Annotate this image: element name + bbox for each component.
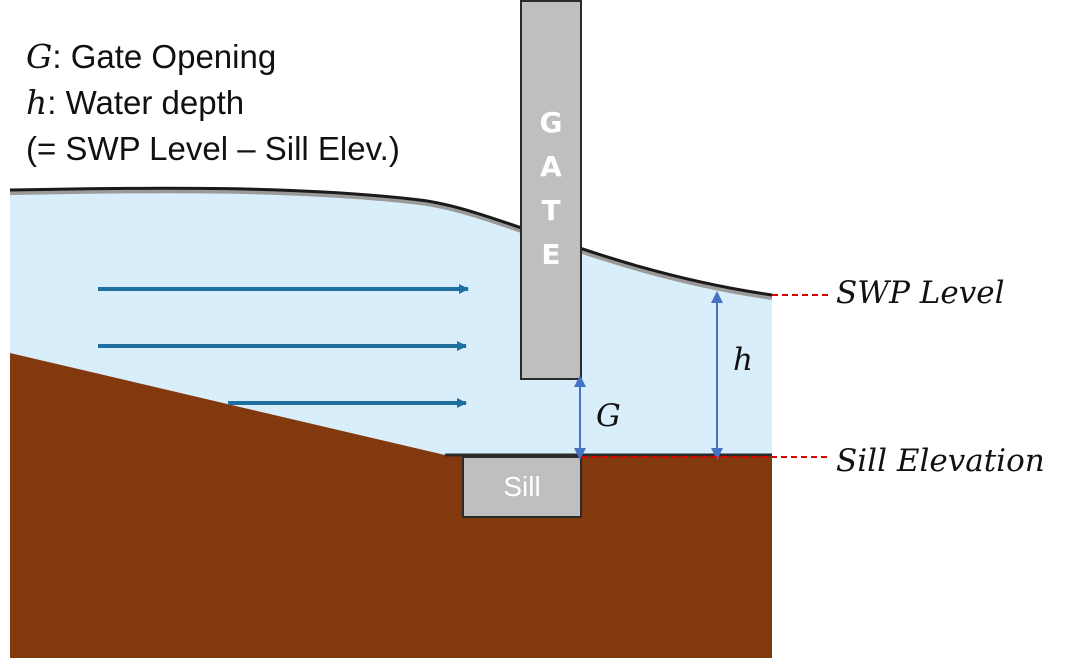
legend-formula: (= SWP Level – Sill Elev.) xyxy=(26,130,400,167)
legend-symbol-g: G xyxy=(26,37,53,76)
sill-label: Sill xyxy=(503,471,541,502)
gate xyxy=(520,0,582,380)
legend: G: Gate Opening h: Water depth (= SWP Le… xyxy=(26,34,400,172)
legend-text-gate-opening: : Gate Opening xyxy=(52,38,277,75)
legend-water-depth: h: Water depth xyxy=(26,80,400,126)
legend-symbol-h: h xyxy=(26,83,48,122)
ground xyxy=(10,353,772,658)
legend-text-water-depth: : Water depth xyxy=(47,84,245,121)
gate-letter: A xyxy=(540,150,562,183)
gate-letter: E xyxy=(541,238,561,271)
swp-level-label: SWP Level xyxy=(836,275,1005,311)
gate-letter: G xyxy=(539,106,563,139)
water-depth-label: h xyxy=(733,342,753,378)
sill-elevation-label: Sill Elevation xyxy=(836,443,1045,479)
gate-opening-label: G xyxy=(596,398,621,434)
legend-gate-opening: G: Gate Opening xyxy=(26,34,400,80)
water-surface xyxy=(9,186,773,297)
water-surface-shadow xyxy=(9,187,773,300)
gate-letter: T xyxy=(541,194,561,227)
sill-block xyxy=(462,456,582,518)
